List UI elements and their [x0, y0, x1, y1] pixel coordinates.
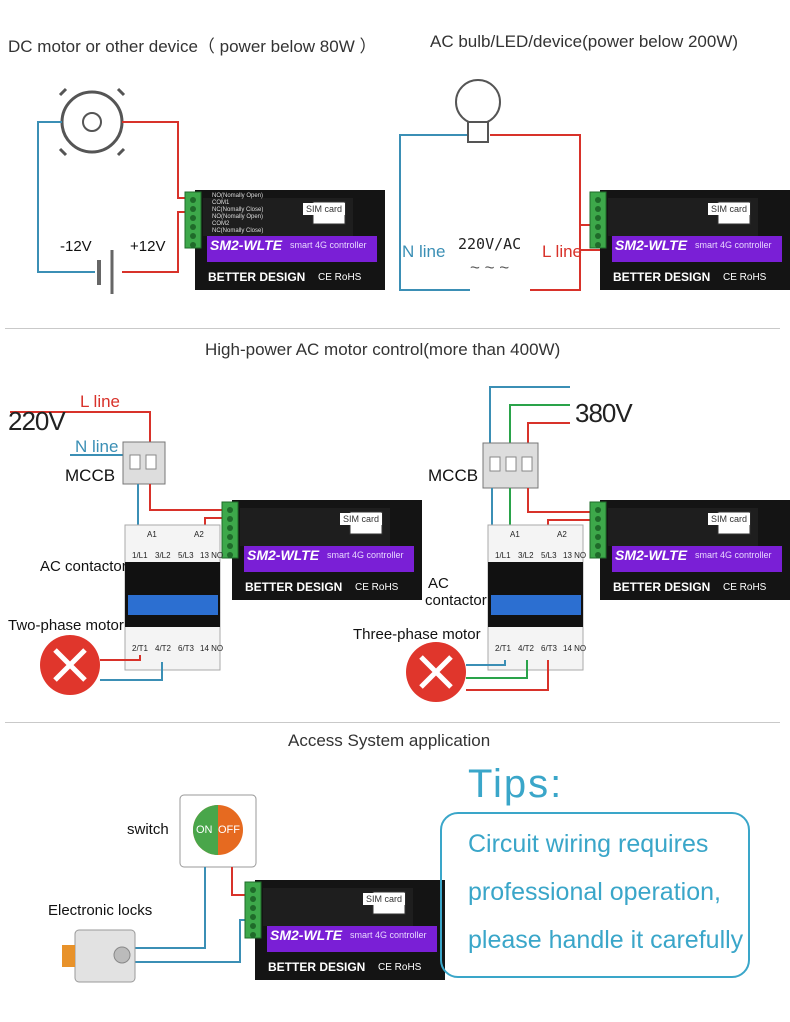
pin-label: COM1 [212, 200, 230, 206]
terminal-label: 3/L2 [518, 551, 534, 560]
ac-voltage-label: 220V/AC [458, 235, 522, 253]
dc-section-title: DC motor or other device（ power below 80… [8, 37, 377, 56]
pin-label: NC(Nomally Close) [212, 228, 264, 234]
switch-label: switch [127, 821, 169, 838]
motor-icon [58, 87, 126, 157]
high-power-section-title: High-power AC motor control(more than 40… [205, 340, 561, 359]
l-line-label: L line [542, 242, 583, 261]
terminal-label: 2/T1 [495, 644, 512, 653]
controller-model: SM2-WLTE [210, 237, 283, 253]
motor-label: Two-phase motor [8, 617, 124, 634]
motor-x-icon [40, 635, 100, 695]
contactor-label: contactor [425, 592, 487, 609]
terminal-label: 3/L2 [155, 551, 171, 560]
contactor-icon [124, 524, 221, 671]
pin-label: COM2 [212, 221, 230, 227]
controller-brand: BETTER DESIGN [613, 580, 711, 594]
access-section-title: Access System application [288, 731, 491, 750]
sim-card-label: SIM card [708, 513, 751, 525]
terminal-label: 2/T1 [132, 644, 149, 653]
ac-section-title: AC bulb/LED/device(power below 200W) [430, 32, 739, 51]
lock-icon [62, 929, 136, 983]
controller-subtitle: smart 4G controller [290, 240, 367, 250]
sim-card-label: SIM card [708, 203, 751, 215]
terminal-a1: A1 [510, 530, 520, 539]
terminal-label: 14 NO [200, 644, 224, 653]
n-line-label: N line [75, 437, 119, 456]
terminal-label: 13 NO [200, 551, 224, 560]
controller-subtitle: smart 4G controller [327, 550, 404, 560]
n-line-label: N line [402, 242, 446, 261]
controller-subtitle: smart 4G controller [695, 240, 772, 250]
terminal-a2: A2 [557, 530, 567, 539]
terminal-label: 6/T3 [541, 644, 558, 653]
locks-label: Electronic locks [48, 902, 153, 919]
terminal-a1: A1 [147, 530, 157, 539]
pin-label: NO(Nomally Open) [212, 193, 264, 199]
controller-brand: BETTER DESIGN [245, 580, 343, 594]
controller-model: SM2-WLTE [247, 547, 320, 563]
controller-brand: BETTER DESIGN [208, 270, 306, 284]
motor-x-icon [406, 642, 466, 702]
controller-cert: CE RoHS [723, 272, 767, 283]
ac-source-icon: ~ ~ ~ [470, 258, 510, 277]
pin-label: NO(Nomally Open) [212, 214, 264, 220]
sim-card-label: SIM card [303, 203, 346, 215]
sim-card-label: SIM card [340, 513, 383, 525]
switch-off-label: OFF [218, 824, 240, 836]
mccb-icon [482, 442, 539, 489]
tips-line: please handle it carefully [468, 926, 744, 954]
dc-positive-label: +12V [130, 238, 166, 255]
controller-subtitle: smart 4G controller [350, 930, 427, 940]
mccb-icon [122, 441, 166, 485]
controller-cert: CE RoHS [378, 962, 422, 973]
terminal-label: 5/L3 [541, 551, 557, 560]
controller-brand: BETTER DESIGN [268, 960, 366, 974]
terminal-label: 1/L1 [495, 551, 511, 560]
terminal-label: 1/L1 [132, 551, 148, 560]
terminal-label: 6/T3 [178, 644, 195, 653]
terminal-label: 4/T2 [518, 644, 535, 653]
tips-title: Tips: [468, 762, 564, 806]
switch-icon [179, 794, 257, 868]
contactor-icon [487, 524, 584, 671]
terminal-label: 14 NO [563, 644, 587, 653]
divider [5, 722, 780, 723]
battery-icon [97, 250, 114, 294]
controller-brand: BETTER DESIGN [613, 270, 711, 284]
voltage-label: 220V [8, 406, 66, 436]
dc-negative-label: -12V [60, 238, 92, 255]
divider [5, 328, 780, 329]
bulb-icon [455, 79, 501, 143]
l-line-label: L line [80, 392, 121, 411]
tips-line: professional operation, [468, 878, 721, 906]
controller-model: SM2-WLTE [270, 927, 343, 943]
terminal-label: 5/L3 [178, 551, 194, 560]
controller-model: SM2-WLTE [615, 237, 688, 253]
controller-cert: CE RoHS [723, 582, 767, 593]
contactor-label: AC [428, 575, 449, 592]
switch-on-label: ON [196, 824, 213, 836]
mccb-label: MCCB [65, 466, 116, 485]
controller-model: SM2-WLTE [615, 547, 688, 563]
motor-label: Three-phase motor [353, 626, 481, 643]
terminal-label: 13 NO [563, 551, 587, 560]
tips-box [440, 812, 750, 978]
terminal-label: 4/T2 [155, 644, 172, 653]
contactor-label: AC contactor [40, 558, 127, 575]
voltage-label: 380V [575, 398, 633, 428]
terminal-a2: A2 [194, 530, 204, 539]
tips-line: Circuit wiring requires [468, 830, 709, 858]
pin-label: NC(Nomally Close) [212, 207, 264, 213]
sim-card-label: SIM card [363, 893, 406, 905]
controller-subtitle: smart 4G controller [695, 550, 772, 560]
pin-list: NO(Nomally Open) COM1 NC(Nomally Close) … [212, 193, 263, 235]
controller-cert: CE RoHS [318, 272, 362, 283]
mccb-label: MCCB [428, 466, 479, 485]
controller-cert: CE RoHS [355, 582, 399, 593]
